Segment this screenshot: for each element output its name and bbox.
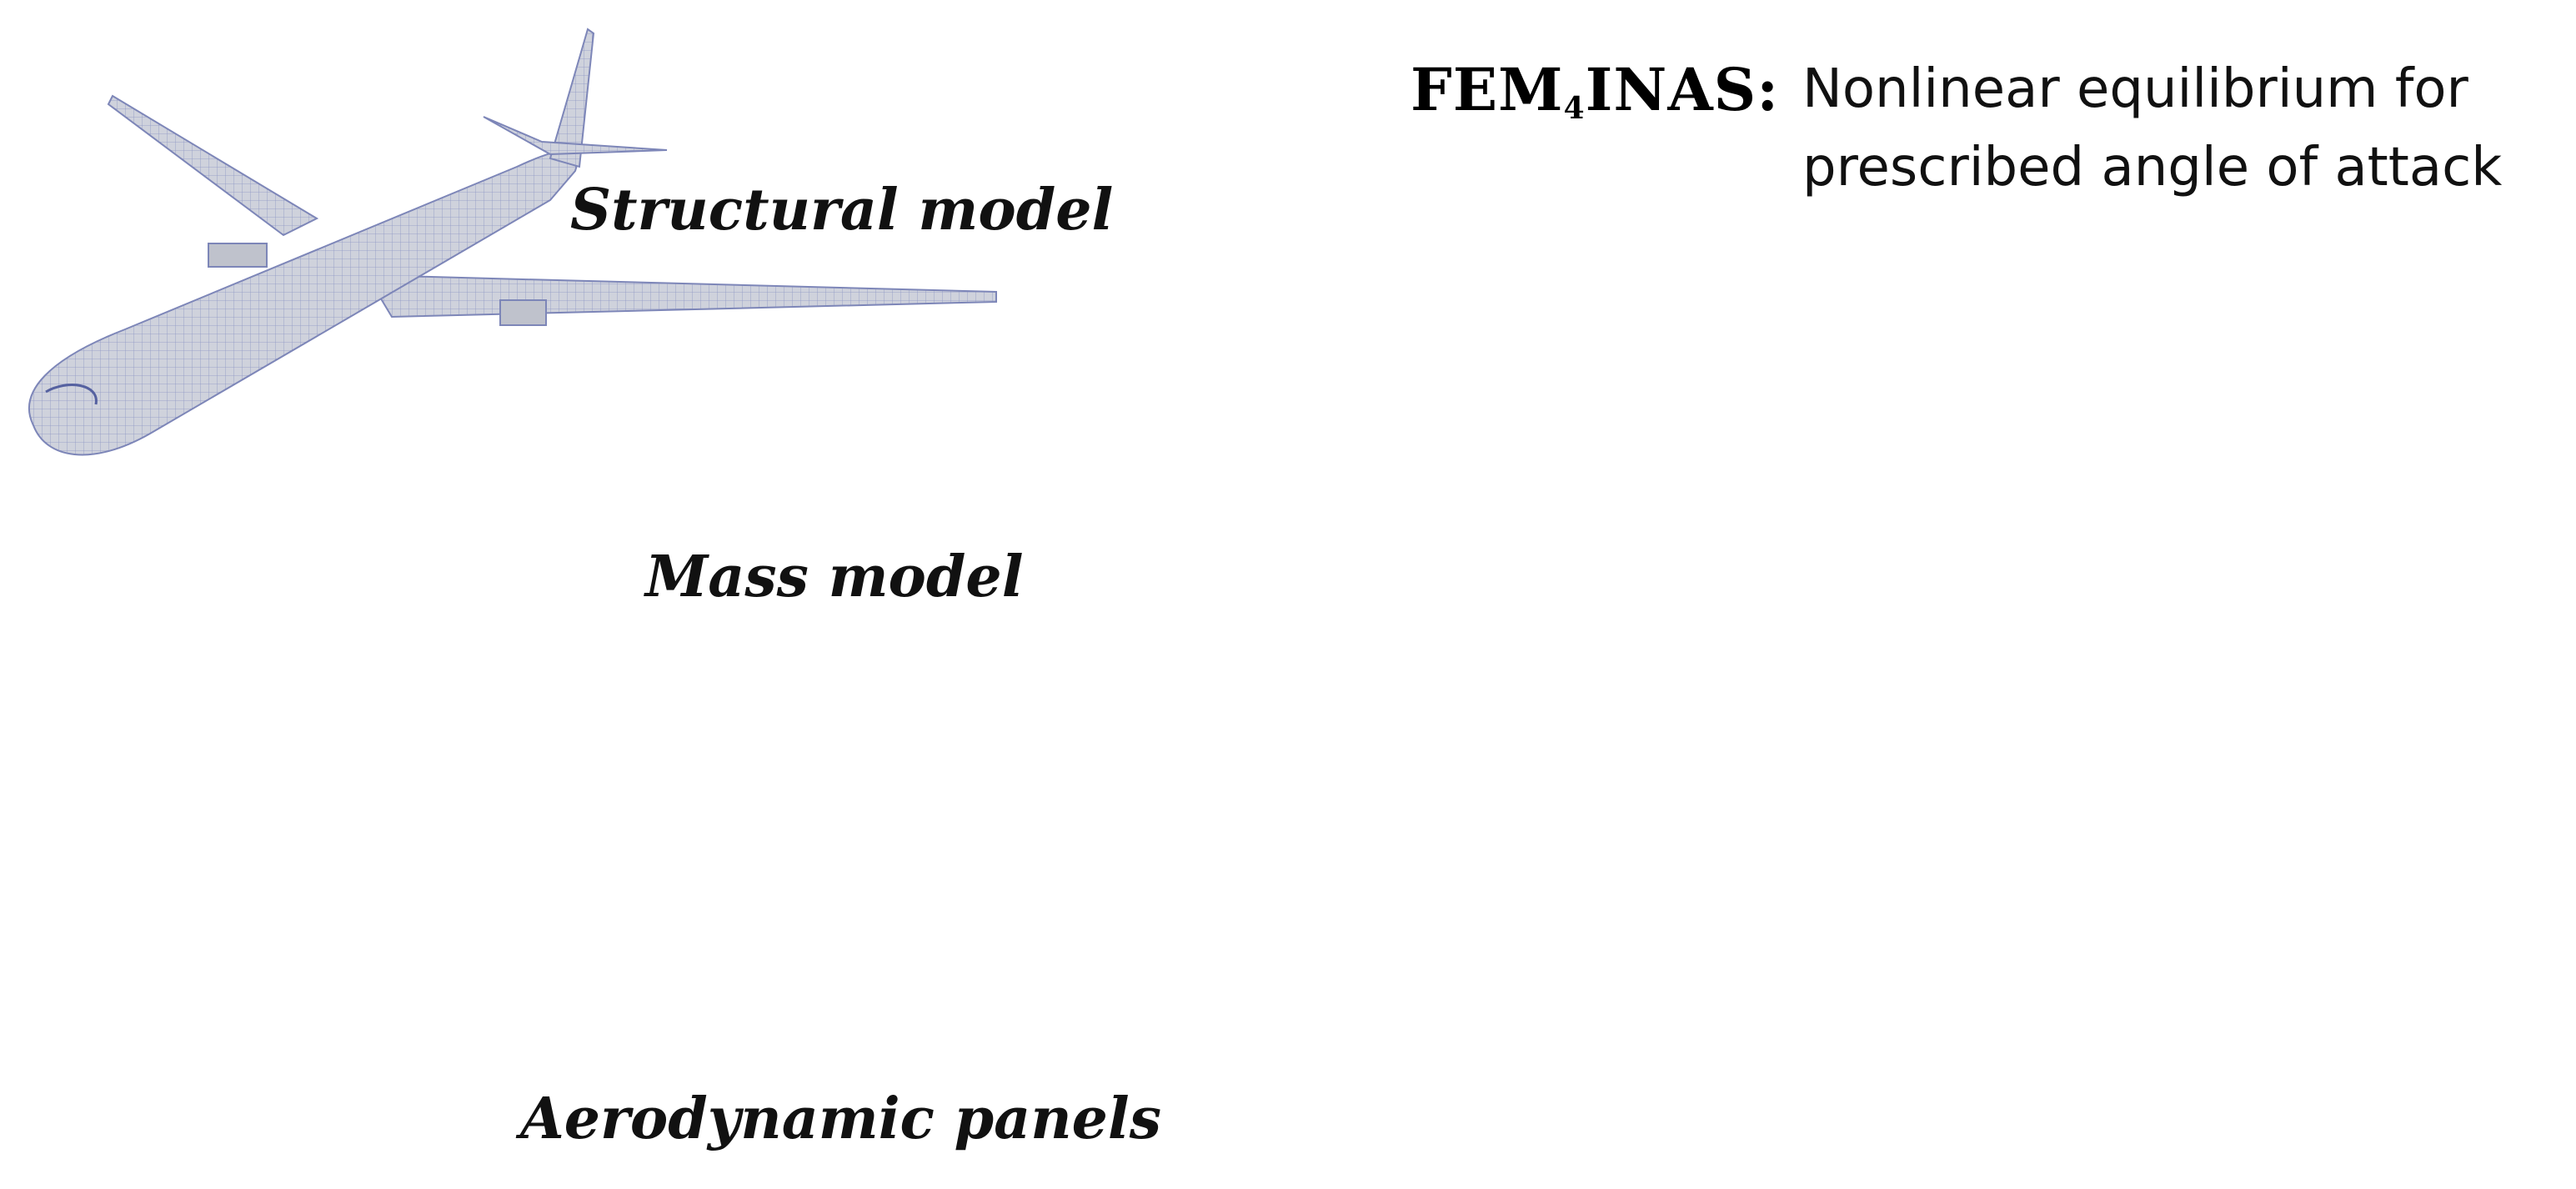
structural-model-label: Structural model xyxy=(570,177,1114,243)
brand-logo: FEM4INAS: xyxy=(1411,55,1780,126)
aerodynamic-panels-label: Aerodynamic panels xyxy=(520,1086,1162,1152)
structural-model-aircraft xyxy=(28,28,997,456)
title-line-1: Nonlinear equilibrium for xyxy=(1802,58,2468,120)
title-line-2: prescribed angle of attack xyxy=(1802,137,2503,198)
mass-model-label: Mass model xyxy=(645,544,1024,610)
